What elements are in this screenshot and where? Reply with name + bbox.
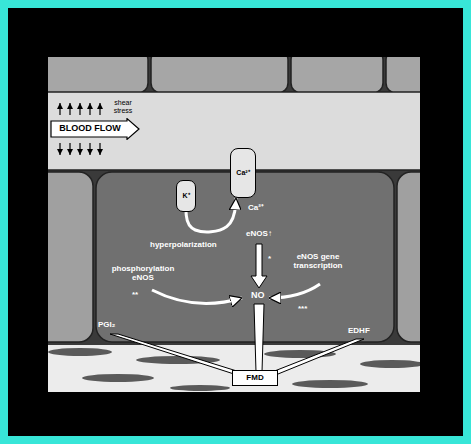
shear-arrows	[59, 103, 60, 115]
shear-arrows	[79, 103, 80, 115]
mark-label: *	[268, 254, 271, 263]
node-text: K⁺	[182, 192, 189, 200]
vessel-wall	[48, 172, 93, 342]
vessel-wall	[291, 57, 383, 93]
shear-arrows	[79, 143, 80, 155]
vessel-wall	[48, 348, 112, 356]
calcium-channel: Ca²⁺	[230, 148, 256, 198]
node-text: Ca²⁺	[236, 169, 249, 177]
enzyme-label: eNOS↑	[244, 229, 274, 238]
mark-label: **	[132, 290, 138, 299]
wedge-line	[272, 339, 364, 374]
vessel-wall	[397, 172, 420, 342]
shear-arrows	[69, 143, 70, 155]
vessel-wall	[82, 374, 154, 382]
wedge-line	[110, 334, 240, 374]
shear-arrows	[59, 143, 60, 155]
pathway-label: phosphorylation eNOS	[104, 264, 182, 282]
shear-label: shear stress	[108, 99, 138, 115]
arrow-outline	[51, 119, 139, 140]
vessel-wall	[48, 57, 420, 392]
vessel-wall	[386, 57, 420, 93]
black-ground	[8, 8, 463, 436]
mediator-label: EDHF	[348, 326, 370, 335]
vessel-wall	[292, 380, 368, 388]
mark-label: ***	[298, 304, 307, 313]
shear-arrows	[99, 143, 100, 155]
pathway-label: eNOS gene transcription	[280, 252, 356, 270]
shear-arrows	[89, 103, 90, 115]
node-text: BLOOD FLOW	[59, 124, 121, 134]
vessel-wall	[151, 57, 288, 93]
vessel-wall	[360, 360, 420, 368]
shear-arrows	[69, 103, 70, 115]
mediator-label: PGI₂	[98, 320, 115, 329]
hollow-arrow	[251, 244, 267, 288]
shear-arrows	[89, 143, 90, 155]
pathway-arrow	[269, 284, 320, 298]
vessel-wall	[48, 345, 420, 392]
edge-label: hyperpolarization	[148, 240, 219, 249]
vessel-wall	[48, 57, 148, 93]
ion-label: Ca²⁺	[248, 203, 264, 212]
potassium-channel: K⁺	[176, 180, 196, 212]
fmd-box: FMD	[232, 370, 278, 386]
node-text: FMD	[246, 374, 263, 383]
molecule-label: NO	[251, 290, 265, 300]
flow-arrow: BLOOD FLOW	[50, 118, 140, 140]
vessel-wall	[170, 385, 230, 391]
pathway-arrow	[152, 290, 242, 303]
wedge-line	[254, 304, 264, 372]
shear-arrows	[99, 103, 100, 115]
